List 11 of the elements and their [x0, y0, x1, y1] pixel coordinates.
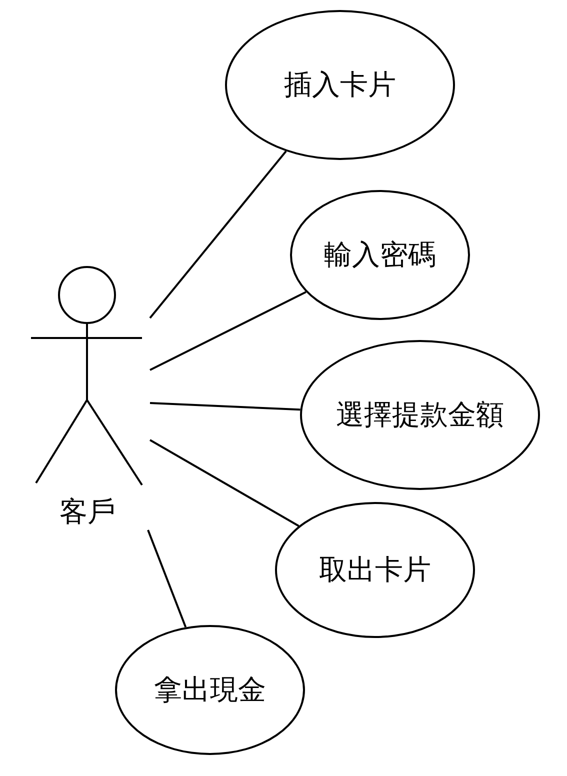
association-line — [150, 402, 300, 411]
actor-label: 客戶 — [58, 494, 116, 530]
use-case-label: 插入卡片 — [284, 67, 396, 103]
use-case-label: 輸入密碼 — [324, 237, 436, 273]
association-line — [147, 530, 187, 628]
use-case-label: 取出卡片 — [319, 552, 431, 588]
association-line — [150, 439, 300, 527]
use-case-label: 選擇提款金額 — [336, 397, 504, 433]
use-case-label: 拿出現金 — [154, 672, 266, 708]
association-line — [149, 150, 287, 319]
association-line — [150, 291, 306, 371]
